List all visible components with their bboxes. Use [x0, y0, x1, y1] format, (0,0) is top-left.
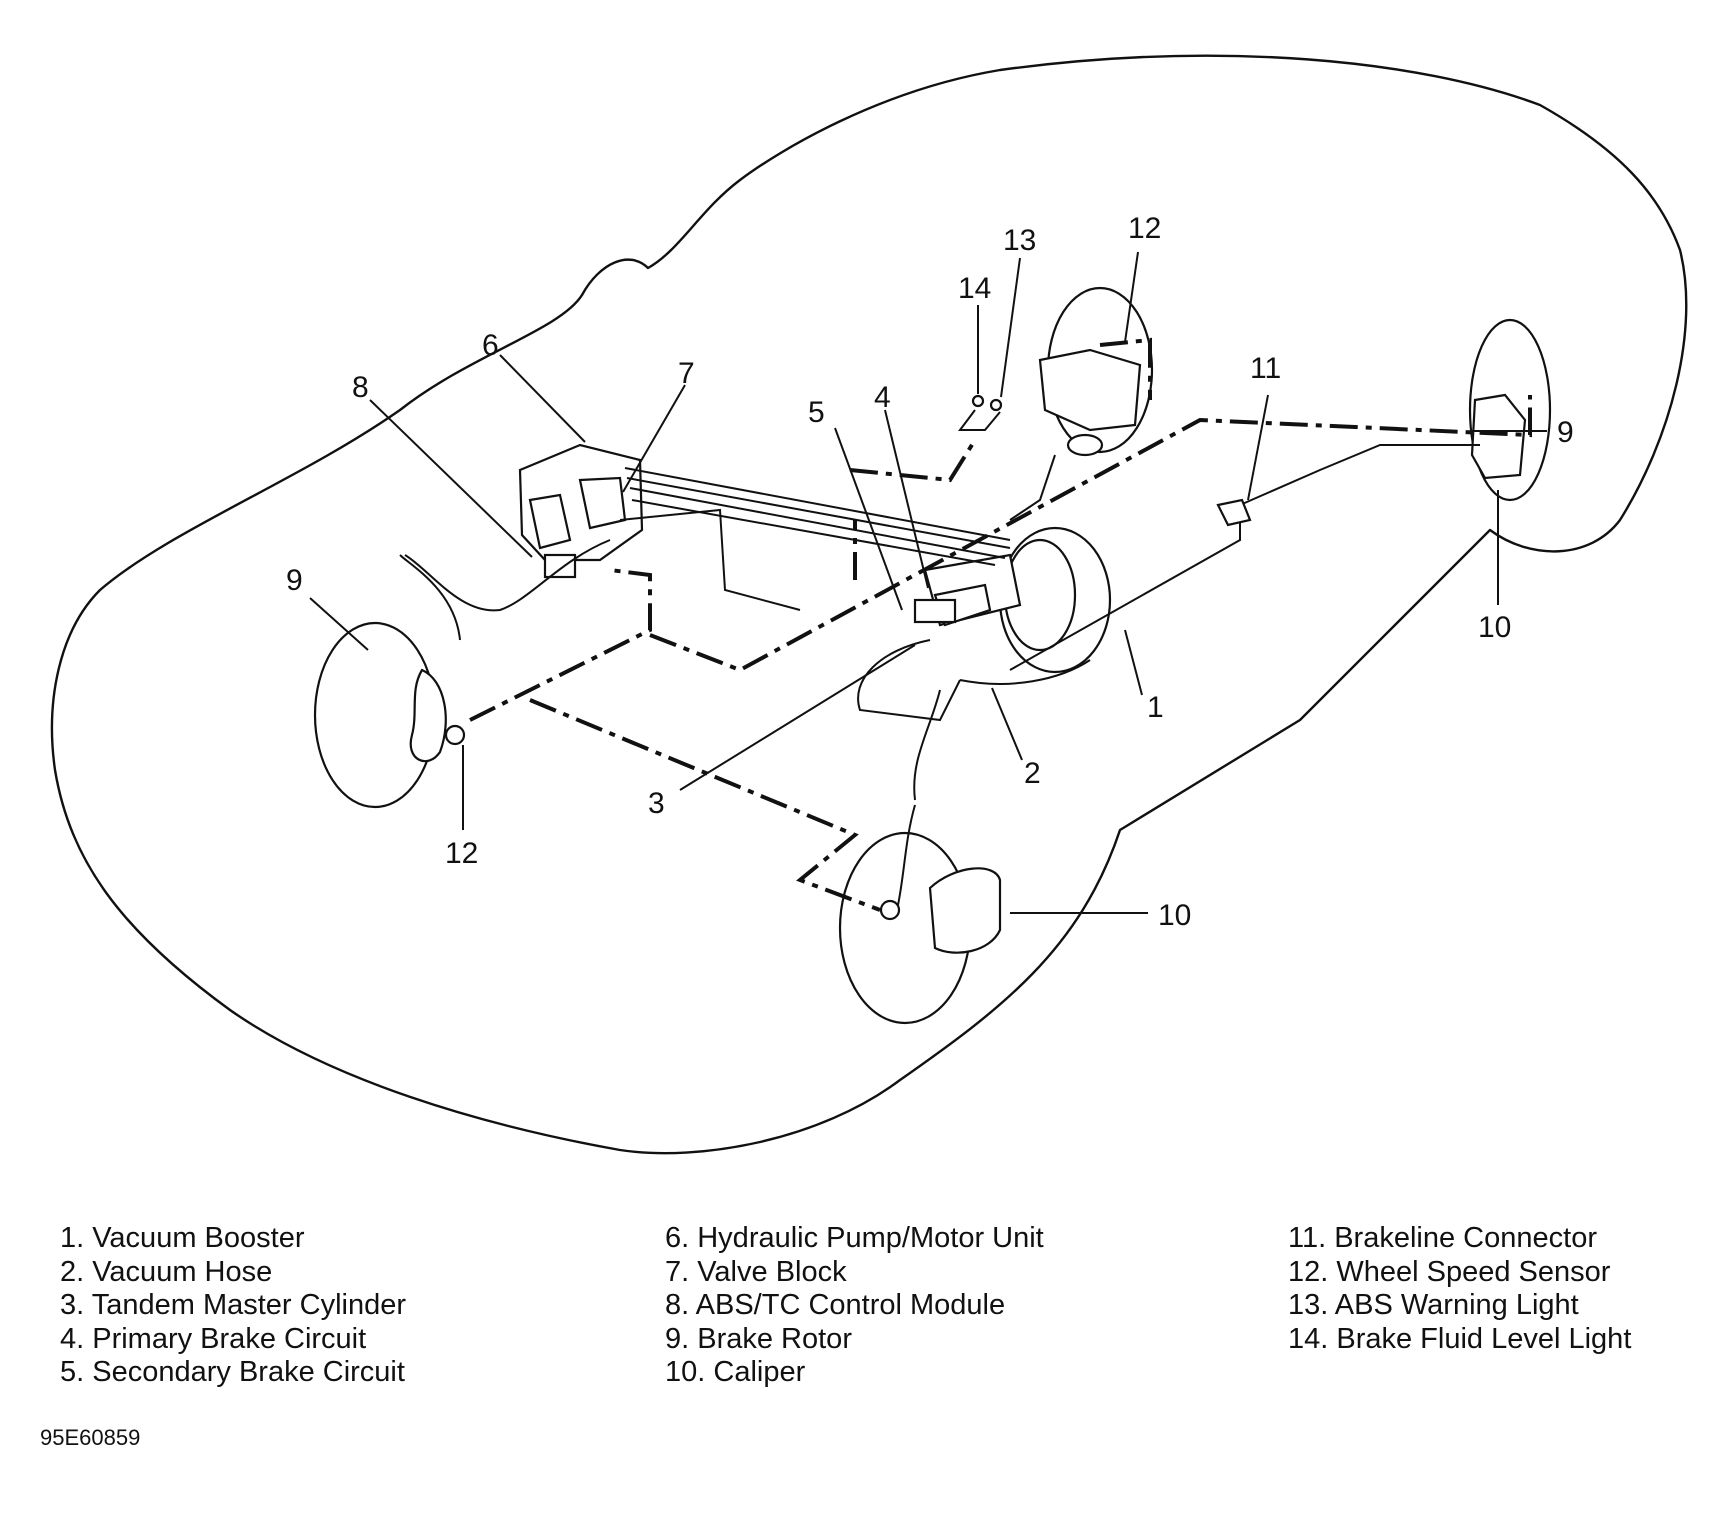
callout-5: 5: [808, 396, 825, 429]
abs-brake-system-diagram: 1 2 3 4 5 6 7 8 9 9 10 10 11 12 12 13 14: [50, 54, 1688, 1155]
callout-4: 4: [874, 381, 891, 414]
callout-6: 6: [482, 329, 499, 362]
callout-12-front: 12: [445, 837, 478, 870]
legend-item-10: 10. Caliper: [665, 1356, 806, 1388]
legend-item-5: 5. Secondary Brake Circuit: [60, 1356, 405, 1388]
callout-9-rear: 9: [1557, 416, 1574, 449]
figure-code: 95E60859: [40, 1425, 141, 1450]
brakeline-connector: [1216, 498, 1252, 527]
callout-labels: 1 2 3 4 5 6 7 8 9 9 10 10 11 12 12 13 14: [286, 212, 1574, 932]
legend-item-1: 1. Vacuum Booster: [60, 1222, 305, 1254]
legend-item-9: 9. Brake Rotor: [665, 1322, 852, 1355]
legend-item-2: 2. Vacuum Hose: [60, 1255, 273, 1288]
front-left-brake-rotor: [313, 621, 466, 809]
legend-item-14: 14. Brake Fluid Level Light: [1288, 1322, 1632, 1355]
warning-lights: [958, 394, 1003, 431]
rear-left-brake-rotor: [1468, 318, 1552, 502]
rear-right-brake-rotor: [1038, 286, 1154, 457]
legend-item-6: 6. Hydraulic Pump/Motor Unit: [665, 1222, 1044, 1254]
callout-14: 14: [958, 272, 991, 305]
legend-column-1: 1. Vacuum Booster 2. Vacuum Hose 3. Tand…: [60, 1222, 406, 1390]
callout-11: 11: [1250, 352, 1281, 385]
legend-item-12: 12. Wheel Speed Sensor: [1288, 1255, 1611, 1288]
callout-2: 2: [1024, 757, 1041, 790]
callout-9-front: 9: [286, 564, 303, 597]
callout-3: 3: [648, 787, 665, 820]
callout-leaders: [309, 251, 1547, 914]
brake-lines: [399, 444, 1480, 801]
callout-1: 1: [1147, 691, 1164, 724]
legend-item-3: 3. Tandem Master Cylinder: [60, 1289, 407, 1321]
front-right-brake-rotor: [838, 804, 1002, 1025]
legend-item-8: 8. ABS/TC Control Module: [665, 1289, 1006, 1321]
legend-column-3: 11. Brakeline Connector 12. Wheel Speed …: [1288, 1222, 1631, 1356]
hydraulic-unit: [518, 443, 644, 579]
sensor-wiring: [469, 337, 1532, 912]
legend-item-11: 11. Brakeline Connector: [1288, 1222, 1597, 1254]
callout-10-rear: 10: [1478, 611, 1511, 644]
callout-8: 8: [352, 371, 369, 404]
callout-13: 13: [1003, 224, 1036, 257]
master-cylinder-booster: [913, 526, 1112, 674]
legend-item-13: 13. ABS Warning Light: [1288, 1289, 1579, 1321]
legend-item-4: 4. Primary Brake Circuit: [60, 1322, 367, 1355]
legend-column-2: 6. Hydraulic Pump/Motor Unit 7. Valve Bl…: [665, 1222, 1044, 1390]
callout-7: 7: [678, 357, 695, 390]
car-body-outline: [50, 54, 1688, 1155]
legend-item-7: 7. Valve Block: [665, 1255, 847, 1288]
callout-12-rear: 12: [1128, 212, 1161, 245]
callout-10-front: 10: [1158, 899, 1191, 932]
